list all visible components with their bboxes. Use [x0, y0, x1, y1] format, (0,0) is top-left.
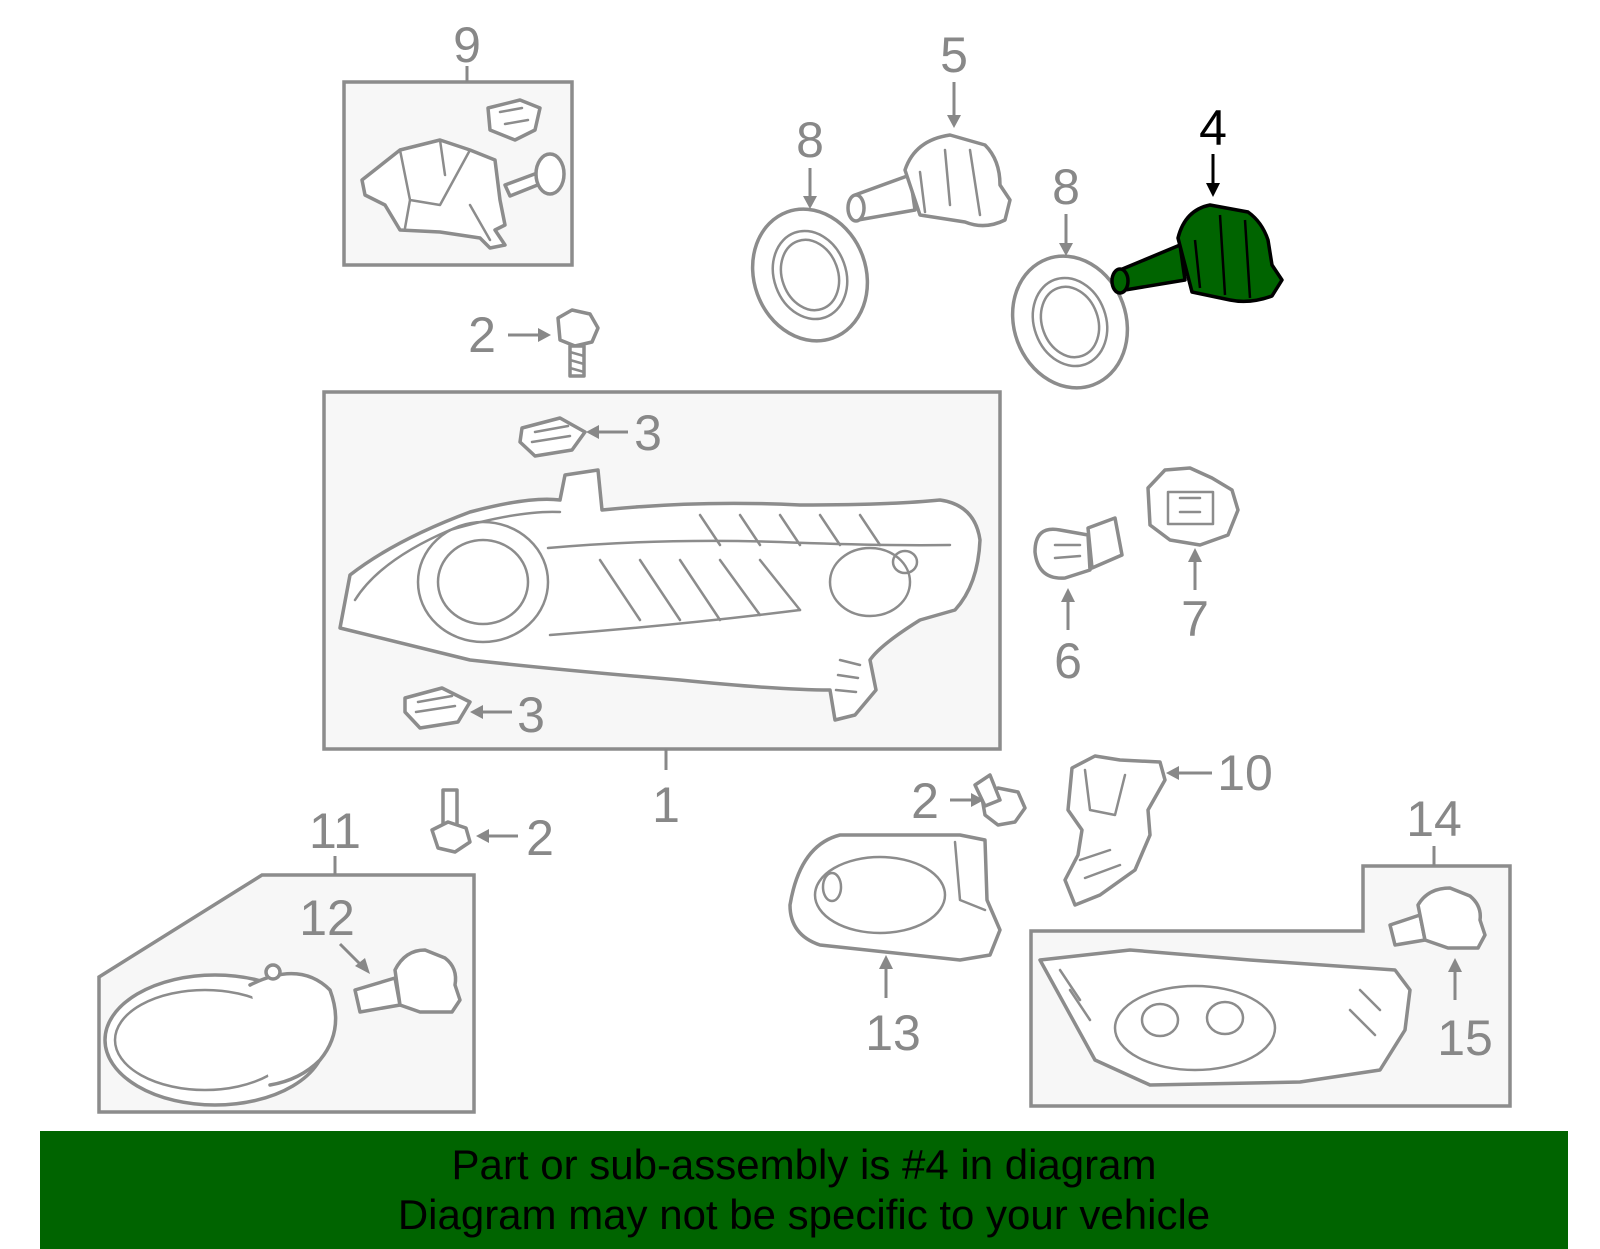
arrowhead-7 [1188, 548, 1202, 562]
callout-12: 12 [299, 890, 355, 946]
part-3-clip-bottom[interactable] [403, 686, 472, 730]
arrowhead-5 [947, 115, 961, 128]
part-13-bezel[interactable] [788, 833, 1002, 962]
callout-15: 15 [1437, 1010, 1493, 1066]
callout-3-top: 3 [634, 405, 662, 461]
part-6-bulb[interactable] [1033, 516, 1124, 580]
callout-2-middle: 2 [911, 773, 939, 829]
part-1-headlight[interactable] [338, 468, 982, 722]
callout-7: 7 [1181, 591, 1209, 647]
part-7-socket[interactable] [1146, 466, 1240, 547]
arrowhead-12 [355, 958, 370, 974]
arrowhead-15 [1448, 958, 1462, 972]
callout-10: 10 [1217, 745, 1273, 801]
callout-3-bottom: 3 [517, 687, 545, 743]
part-3-clip-top[interactable] [518, 416, 587, 458]
part-8-seal-left[interactable] [734, 193, 885, 357]
callout-6: 6 [1054, 633, 1082, 689]
part-9-bracket-kit[interactable] [342, 80, 574, 267]
arrowhead-8-left [803, 196, 817, 209]
callout-2-lower: 2 [526, 810, 554, 866]
part-2-bolt-middle[interactable] [973, 773, 1027, 827]
part-8-seal-right[interactable] [994, 240, 1145, 404]
arrowhead-10 [1166, 766, 1179, 780]
arrowhead-2-lower [476, 829, 489, 843]
part-5-bulb[interactable] [846, 133, 1012, 228]
callout-5: 5 [940, 27, 968, 83]
part-12-fog-bulb[interactable] [353, 948, 462, 1014]
callout-9: 9 [453, 17, 481, 73]
part-2-bolt-top[interactable] [556, 308, 600, 378]
arrowhead-13 [879, 955, 893, 969]
arrowhead-2-middle [971, 793, 984, 807]
banner-line-1: Part or sub-assembly is #4 in diagram [451, 1141, 1157, 1188]
arrowhead-6 [1061, 588, 1075, 602]
arrowhead-3-bottom [470, 705, 483, 719]
arrowhead-8-right [1059, 243, 1073, 256]
part-2-bolt-lower[interactable] [430, 788, 472, 854]
part-11-fog-lamp[interactable] [97, 873, 476, 1114]
callout-11: 11 [309, 803, 361, 859]
callout-14: 14 [1406, 791, 1462, 847]
callout-8-left: 8 [796, 112, 824, 168]
arrowhead-2-top [538, 328, 551, 342]
callout-8-right: 8 [1052, 159, 1080, 215]
info-banner: Part or sub-assembly is #4 in diagram Di… [40, 1131, 1568, 1249]
part-10-bracket[interactable] [1063, 754, 1167, 907]
arrowhead-3-top [586, 425, 599, 439]
arrowhead-4 [1206, 183, 1220, 197]
banner-line-2: Diagram may not be specific to your vehi… [397, 1191, 1211, 1238]
part-4-bulb-highlighted[interactable] [1110, 203, 1284, 304]
callout-4: 4 [1199, 100, 1227, 156]
callout-1: 1 [652, 777, 680, 833]
part-14-fog-lamp-assembly[interactable] [1029, 864, 1512, 1108]
callout-2-top: 2 [468, 307, 496, 363]
callout-13: 13 [865, 1005, 921, 1061]
